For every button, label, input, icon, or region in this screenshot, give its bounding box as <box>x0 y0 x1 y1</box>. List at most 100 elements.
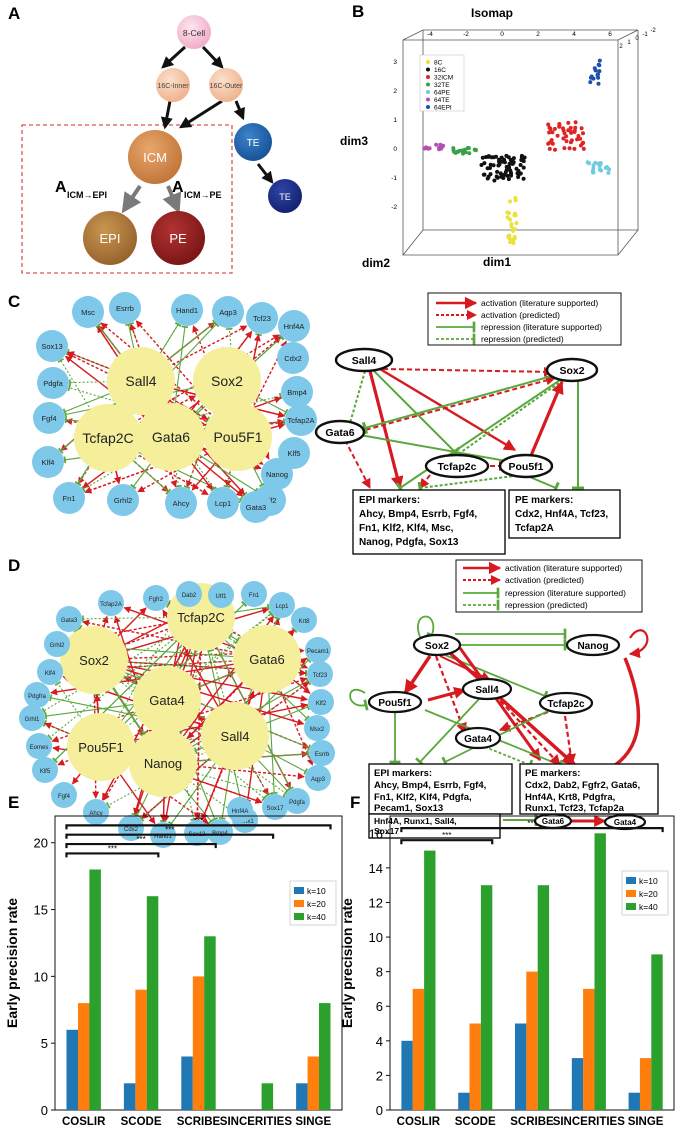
bar-sincerities-k-40 <box>594 833 606 1110</box>
isomap-point <box>482 172 487 177</box>
isomap-point <box>495 169 500 174</box>
d-target-label-krt8: Krt8 <box>298 619 310 625</box>
d-edge <box>114 647 305 660</box>
isomap-point <box>512 236 517 241</box>
isomap-legend-swatch-64pe <box>426 90 430 94</box>
d-edge <box>44 702 147 720</box>
isomap-z-tick-2: -2 <box>650 28 656 34</box>
d-target-grhl2 <box>44 631 70 657</box>
ytick-label: 10 <box>369 930 383 945</box>
isomap-point <box>434 142 439 147</box>
c-edge <box>130 452 160 490</box>
ytick-label: 8 <box>376 965 383 980</box>
isomap-point <box>562 146 567 151</box>
c-pe-line-2: Tcfap2A <box>515 523 554 534</box>
d-edge <box>179 774 237 816</box>
d-node-label-pou5f1: Pou5f1 <box>378 698 412 709</box>
c-edge <box>158 390 209 421</box>
panel-a-lineage-tree: 8-Cell 16C-Inner 16C-Outer ICM TE TE EPI… <box>21 15 302 274</box>
isomap-point <box>437 147 442 152</box>
c-target-label-esrrb: Esrrb <box>116 304 134 313</box>
d-target-label-klf5: Klf5 <box>40 769 51 775</box>
d-target-label-pdgfra: Pdgfra <box>28 694 46 700</box>
isomap-point <box>546 122 551 127</box>
d-target-label-fn1: Fn1 <box>249 593 260 599</box>
isomap-zlabel: dim2 <box>362 256 390 270</box>
legend-label-k-10: k=10 <box>639 876 658 886</box>
d-target-aqp3 <box>305 765 331 791</box>
isomap-y-tick-1: 1 <box>393 117 397 124</box>
isomap-legend-label-8c: 8C <box>434 60 443 67</box>
d-target-lcp1 <box>269 592 295 618</box>
isomap-point <box>555 133 560 138</box>
d-target-tcfap2a <box>98 590 124 616</box>
isomap-title: Isomap <box>471 6 513 20</box>
isomap-point <box>509 222 514 227</box>
isomap-point <box>547 125 552 130</box>
legend-label-k-40: k=40 <box>307 912 326 922</box>
significance-bracket <box>65 852 160 858</box>
bar-singe-k-40 <box>319 1003 331 1110</box>
isomap-legend-label-64pe: 64PE <box>434 90 451 97</box>
bar-scribe-k-10 <box>181 1056 193 1110</box>
d-hub-nanog <box>129 729 197 797</box>
isomap-point <box>592 66 597 71</box>
d-target-pecam1 <box>305 637 331 663</box>
isomap-point <box>495 175 500 180</box>
d-edge <box>47 629 186 741</box>
isomap-point <box>505 173 510 178</box>
c-hub-label-sall4: Sall4 <box>125 373 156 389</box>
isomap-legend-swatch-64epi <box>426 105 430 109</box>
c-hub-gata6 <box>137 403 205 471</box>
d-target-sox17 <box>262 794 288 820</box>
d-node-label-nanog: Nanog <box>577 641 608 652</box>
d-epi-line-1: Ahcy, Bmp4, Esrrb, Fgf4, <box>374 780 486 791</box>
legend-swatch-k-10 <box>294 887 304 894</box>
isomap-point <box>491 163 496 168</box>
te-label: TE <box>247 138 260 149</box>
isomap-legend-swatch-16c <box>426 67 430 72</box>
isomap-x-tick-2: -2 <box>463 31 469 38</box>
d-extra-box <box>368 813 501 839</box>
a-pe-main: A <box>172 179 184 196</box>
d-legend-3: repression (literature supported) <box>505 588 626 598</box>
d-legend-2: activation (predicted) <box>505 575 584 585</box>
bar-scode-k-10 <box>458 1092 470 1110</box>
ylabel: Early precision rate <box>4 898 20 1028</box>
d-target-label-ahcy: Ahcy <box>89 811 102 817</box>
c-target-nanog <box>261 458 293 490</box>
d-legend-4: repression (predicted) <box>505 600 588 610</box>
isomap-y-tick-1: -1 <box>391 175 397 182</box>
d-edge <box>193 637 202 820</box>
c-hub-pou5f1 <box>204 403 272 471</box>
isomap-point <box>457 148 462 153</box>
isomap-point <box>516 175 521 179</box>
c-target-bmp4 <box>281 376 313 408</box>
ytick-label: 15 <box>34 903 48 918</box>
isomap-point <box>596 62 601 67</box>
isomap-xlabel: dim1 <box>483 255 511 269</box>
isomap-point <box>422 146 427 151</box>
isomap-x-tick-0: 0 <box>500 31 504 38</box>
isomap-point <box>511 241 516 245</box>
legend-swatch-k-20 <box>294 900 304 907</box>
d-target-label-grhl1: Grhl1 <box>25 717 40 723</box>
significance-label: *** <box>442 831 451 840</box>
isomap-point <box>518 171 523 176</box>
c-node-tcfap2c <box>424 453 490 479</box>
c-target-label-tcfap2a: Tcfap2A <box>287 416 314 425</box>
isomap-point <box>463 150 468 155</box>
c-target-klf4 <box>32 446 64 478</box>
isomap-point <box>546 141 551 146</box>
c-edge <box>100 322 223 425</box>
isomap-z-tick-0: 0 <box>635 36 639 42</box>
isomap-point <box>488 172 493 177</box>
isomap-point <box>591 166 596 171</box>
c-node-sox2 <box>545 357 599 383</box>
